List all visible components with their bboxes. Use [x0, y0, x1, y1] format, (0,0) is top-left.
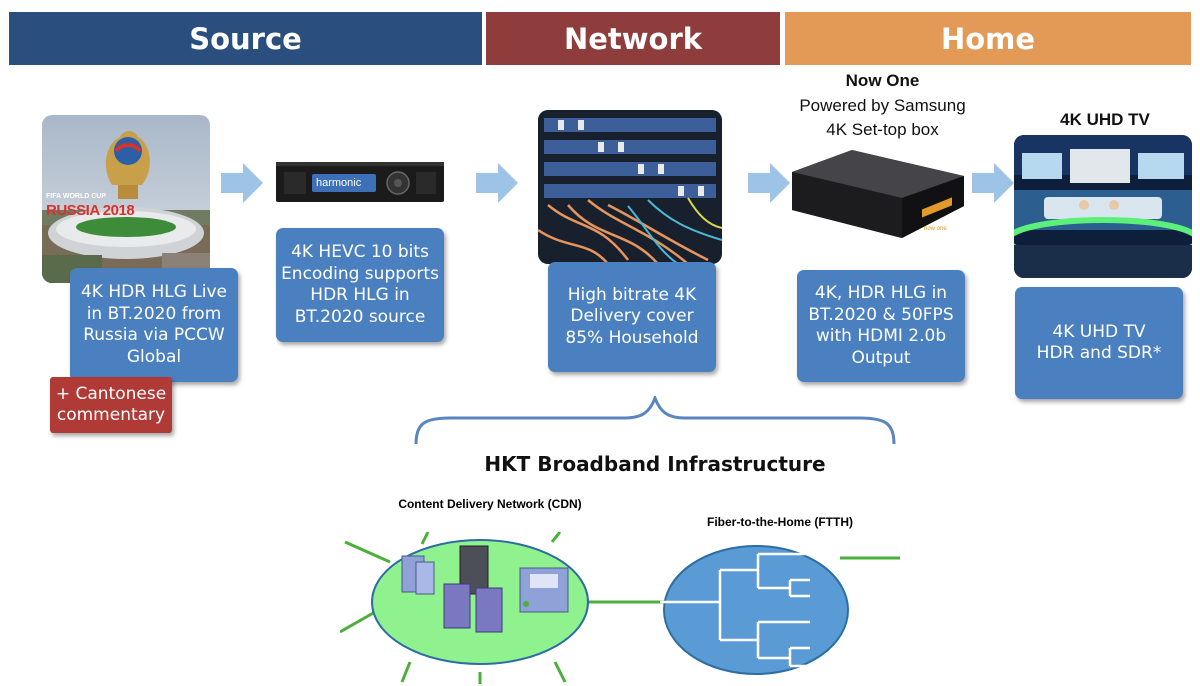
- server-icon: [401, 545, 569, 633]
- settop-brand-text: now one: [924, 226, 947, 232]
- tv-studio-image: [1014, 135, 1192, 278]
- powered-by-label: Powered by Samsung: [799, 96, 966, 115]
- settop-box-label: 4K Set-top box: [826, 120, 939, 139]
- fiber-rack-image: [538, 110, 722, 264]
- cantonese-text: + Cantonese commentary: [55, 383, 167, 426]
- arrow-right-icon: [221, 163, 263, 203]
- brace-connector: [414, 396, 896, 445]
- source-live-caption: 4K HDR HLG Live in BT.2020 from Russia v…: [70, 268, 238, 382]
- ftth-label: Fiber-to-the-Home (FTTH): [707, 515, 853, 529]
- now-one-title: Now One: [845, 71, 920, 90]
- cdn-label: Content Delivery Network (CDN): [398, 497, 582, 511]
- arrow-right-icon: [748, 163, 790, 203]
- tv-text: 4K UHD TV HDR and SDR*: [1036, 321, 1162, 364]
- uhd-tv-title: 4K UHD TV: [1060, 110, 1150, 129]
- network-caption: High bitrate 4K Delivery cover 85% House…: [548, 262, 716, 372]
- cdn-network-graphic: [340, 532, 665, 684]
- infrastructure-title: HKT Broadband Infrastructure: [484, 452, 826, 476]
- settop-caption: 4K, HDR HLG in BT.2020 & 50FPS with HDMI…: [797, 270, 965, 382]
- encoder-text: 4K HEVC 10 bits Encoding supports HDR HL…: [281, 242, 439, 327]
- tv-caption: 4K UHD TV HDR and SDR*: [1015, 287, 1183, 399]
- header-network: Network: [486, 12, 780, 65]
- cantonese-badge: + Cantonese commentary: [50, 377, 172, 433]
- settop-text: 4K, HDR HLG in BT.2020 & 50FPS with HDMI…: [808, 283, 954, 368]
- settop-box-image: now one: [792, 150, 964, 246]
- worldcup-stadium-image: FIFA WORLD CUP RUSSIA 2018: [42, 115, 210, 283]
- encoder-caption: 4K HEVC 10 bits Encoding supports HDR HL…: [276, 228, 444, 342]
- worldcup-top-text: FIFA WORLD CUP: [46, 193, 107, 200]
- encoder-brand-text: harmonic: [316, 177, 362, 189]
- network-text: High bitrate 4K Delivery cover 85% House…: [565, 284, 699, 348]
- arrow-right-icon: [972, 163, 1014, 203]
- header-home: Home: [785, 12, 1191, 65]
- worldcup-main-text: RUSSIA 2018: [46, 202, 135, 219]
- ftth-network-graphic: [660, 545, 900, 675]
- source-live-text: 4K HDR HLG Live in BT.2020 from Russia v…: [80, 282, 227, 367]
- tree-network-icon: [660, 552, 810, 668]
- encoder-device-image: harmonic: [276, 158, 444, 206]
- header-home-label: Home: [940, 21, 1036, 56]
- header-network-label: Network: [563, 21, 703, 56]
- header-source-label: Source: [189, 21, 302, 56]
- arrow-right-icon: [476, 163, 518, 203]
- header-source: Source: [9, 12, 482, 65]
